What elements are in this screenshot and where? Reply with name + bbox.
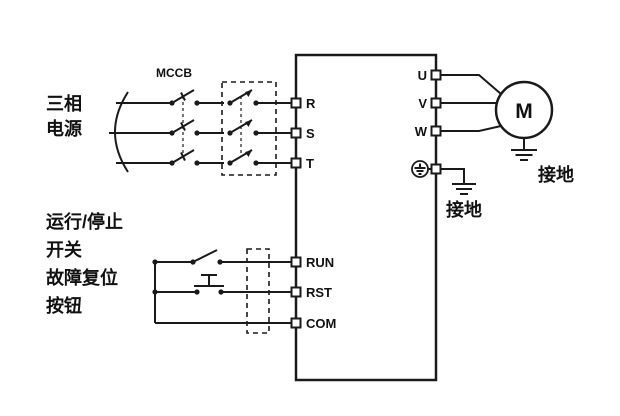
terminal-u [430, 69, 442, 81]
contactor-arrow-r [245, 90, 252, 97]
inverter-ground: 接地 [440, 168, 482, 220]
terminal-label-rst: RST [306, 285, 332, 300]
motor: M [440, 74, 554, 140]
control-label-line3: 故障复位 [46, 267, 118, 288]
terminal-rst [290, 286, 302, 298]
contactor-box [221, 81, 291, 176]
control-label-line4: 按钮 [46, 295, 82, 316]
terminal-t [290, 157, 302, 169]
control-circuit: 运行/停止 开关 故障复位 按钮 [46, 211, 291, 334]
contactor-dashed-outline [221, 81, 277, 176]
contactor-arrow-s [245, 120, 252, 127]
earth-circle-icon [411, 160, 432, 178]
terminal-s [290, 127, 302, 139]
power-source-label-line1: 三相 [46, 94, 82, 114]
terminal-label-w: W [415, 124, 428, 139]
terminal-v [430, 97, 442, 109]
wire-u-motor [440, 74, 502, 95]
terminal-label-u: U [418, 68, 427, 83]
motor-letter: M [515, 100, 533, 123]
power-source-label-line2: 电源 [46, 118, 82, 139]
terminal-label-run: RUN [306, 255, 334, 270]
inverter-ground-wire [440, 168, 465, 184]
run-switch-blade [192, 249, 218, 263]
inverter-outline [294, 53, 438, 382]
terminal-ground [430, 163, 442, 175]
terminal-com [290, 317, 302, 329]
contactor-arrow-t [245, 150, 252, 157]
mccb-breaker: MCCB [109, 66, 224, 166]
cable-dashed-outline [246, 248, 270, 334]
control-label-line1: 运行/停止 [46, 211, 123, 232]
mccb-label: MCCB [156, 66, 192, 80]
reset-button-dot [194, 289, 200, 295]
terminal-run [290, 256, 302, 268]
control-label-line2: 开关 [46, 239, 82, 260]
terminal-label-com: COM [306, 316, 336, 331]
inverter-ground-label: 接地 [446, 199, 482, 220]
terminal-label-r: R [306, 96, 316, 111]
terminal-label-t: T [306, 156, 314, 171]
terminal-label-v: V [418, 96, 427, 111]
wire-w-motor [440, 125, 502, 132]
motor-ground-label: 接地 [538, 164, 574, 185]
inverter-body: R S T RUN RST COM U V W [290, 53, 442, 382]
terminal-r [290, 97, 302, 109]
terminal-label-s: S [306, 126, 315, 141]
terminal-w [430, 125, 442, 137]
motor-ground: 接地 [511, 138, 574, 185]
